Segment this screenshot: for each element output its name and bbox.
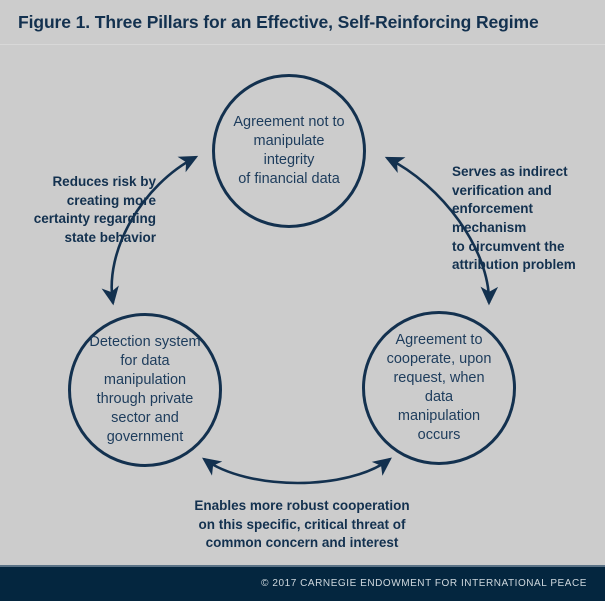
- edge-label-right: Serves as indirect verification and enfo…: [452, 164, 576, 273]
- edge-label-bottom: Enables more robust cooperation on this …: [194, 498, 410, 551]
- node-detection-system-label: Detection system for data manipulation t…: [89, 333, 201, 446]
- connector-arrows-svg: [101, 155, 499, 485]
- arrow-bottom-edge: [202, 457, 392, 485]
- arrow-left-edge: [101, 155, 199, 306]
- figure-title: Figure 1. Three Pillars for an Effective…: [18, 12, 539, 32]
- node-detection-system[interactable]: Detection system for data manipulation t…: [68, 313, 222, 467]
- node-agreement-integrity-label: Agreement not to manipulate integrity of…: [233, 113, 345, 188]
- edge-label-left: Reduces risk by creating more certainty …: [33, 174, 156, 245]
- figure-footer: © 2017 CARNEGIE ENDOWMENT FOR INTERNATIO…: [0, 565, 605, 601]
- arrow-right-edge: [384, 156, 499, 306]
- diagram-canvas: Agreement not to manipulate integrity of…: [0, 45, 605, 565]
- figure-header: Figure 1. Three Pillars for an Effective…: [0, 0, 605, 45]
- node-agreement-integrity[interactable]: Agreement not to manipulate integrity of…: [212, 74, 366, 228]
- node-agreement-cooperate[interactable]: Agreement to cooperate, upon request, wh…: [362, 311, 516, 465]
- copyright-credit: © 2017 CARNEGIE ENDOWMENT FOR INTERNATIO…: [261, 578, 587, 589]
- node-agreement-cooperate-label: Agreement to cooperate, upon request, wh…: [386, 331, 492, 444]
